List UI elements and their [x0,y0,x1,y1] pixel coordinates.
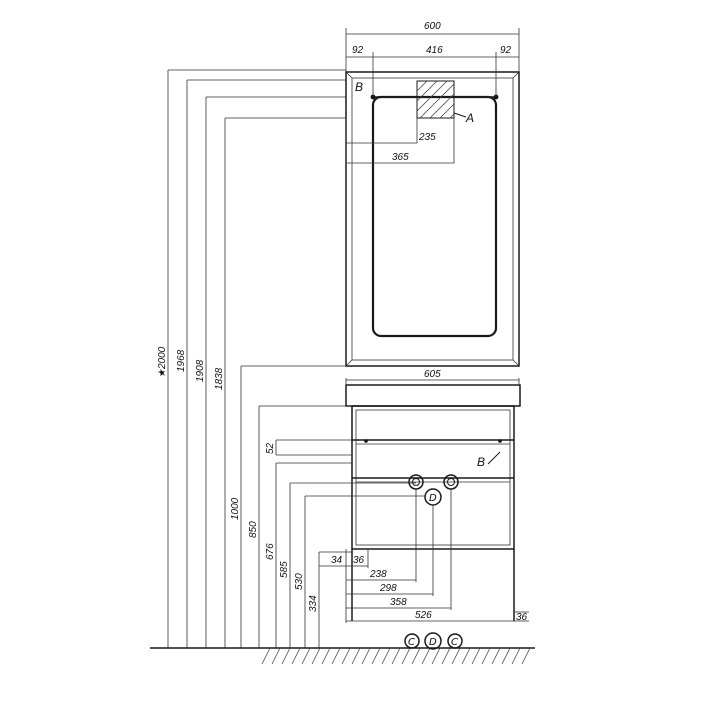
dim-height-1000: 1000 [230,497,241,520]
symbol-floor-middle: D [429,637,437,648]
dim-height-676: 676 [265,543,276,560]
dim-mirror-left-offset: 92 [352,45,364,56]
floor-hatch-mark [321,647,331,665]
dim-height-1968: 1968 [176,349,187,372]
cabinet-width-dimension [345,378,520,385]
symbol-floor-right: C [451,637,458,648]
socket-hatched [416,80,467,119]
dim-offset-526: 526 [415,610,432,621]
floor-hatch-mark [311,647,321,665]
dim-height-585: 585 [279,561,290,578]
dim-socket-outer: 365 [392,152,409,163]
floor-hatch-mark [281,647,291,665]
floor-hatch-mark [431,647,441,665]
floor-hatch-mark [361,647,371,665]
dim-leg-height: 36 [516,612,528,623]
floor-hatch-mark [301,647,311,665]
floor-hatch-mark [521,647,531,665]
floor-hatch-mark [411,647,421,665]
floor-hatch-mark [481,647,491,665]
dim-mirror-width: 600 [424,21,441,32]
dim-offset-358: 358 [390,597,407,608]
floor [150,647,535,665]
dim-height-1838: 1838 [214,367,225,390]
dim-offset-36: 36 [353,555,365,566]
dim-offset-238: 238 [369,569,387,580]
floor-hatch-mark [261,647,271,665]
dim-height-52: 52 [265,442,276,454]
floor-hatch-mark [461,647,471,665]
dim-height-2000: ★2000 [157,346,168,378]
floor-hatch-mark [421,647,431,665]
pointer-b [487,451,501,465]
floor-hatch-mark [471,647,481,665]
symbol-drain-d: D [429,493,437,504]
dim-offset-34: 34 [331,555,343,566]
label-mirror-b: B [355,80,363,94]
dim-mirror-right-offset: 92 [500,45,512,56]
floor-hatch-mark [511,647,521,665]
label-cabinet-b: B [477,455,485,469]
floor-hatch-mark [501,647,511,665]
floor-connection-symbols [404,632,463,650]
floor-hatch-mark [351,647,361,665]
dim-mirror-center-span: 416 [426,45,443,56]
symbol-floor-left: C [408,637,415,648]
floor-hatch-mark [371,647,381,665]
horizontal-dimension-lines [319,489,514,623]
dim-height-850: 850 [248,521,259,538]
vanity-cabinet [345,384,521,621]
floor-hatch-mark [381,647,391,665]
floor-hatch-mark [341,647,351,665]
vertical-dimension-lines [167,69,425,648]
mirror-top-dimensions [345,28,520,165]
dim-socket-inner: 235 [418,132,436,143]
leg-height-dimension [514,611,529,622]
dim-offset-298: 298 [379,583,397,594]
floor-hatch-mark [441,647,451,665]
mirror [345,71,520,367]
floor-hatch-mark [331,647,341,665]
floor-hatch-mark [291,647,301,665]
floor-hatch-mark [391,647,401,665]
label-mirror-a: A [465,111,474,125]
dim-cabinet-width: 605 [424,369,441,380]
dim-height-530: 530 [294,573,305,590]
dim-height-334: 334 [308,595,319,612]
floor-hatch-mark [401,647,411,665]
floor-hatch-mark [451,647,461,665]
floor-hatch-mark [491,647,501,665]
dim-height-1908: 1908 [195,359,206,382]
floor-hatch-mark [271,647,281,665]
